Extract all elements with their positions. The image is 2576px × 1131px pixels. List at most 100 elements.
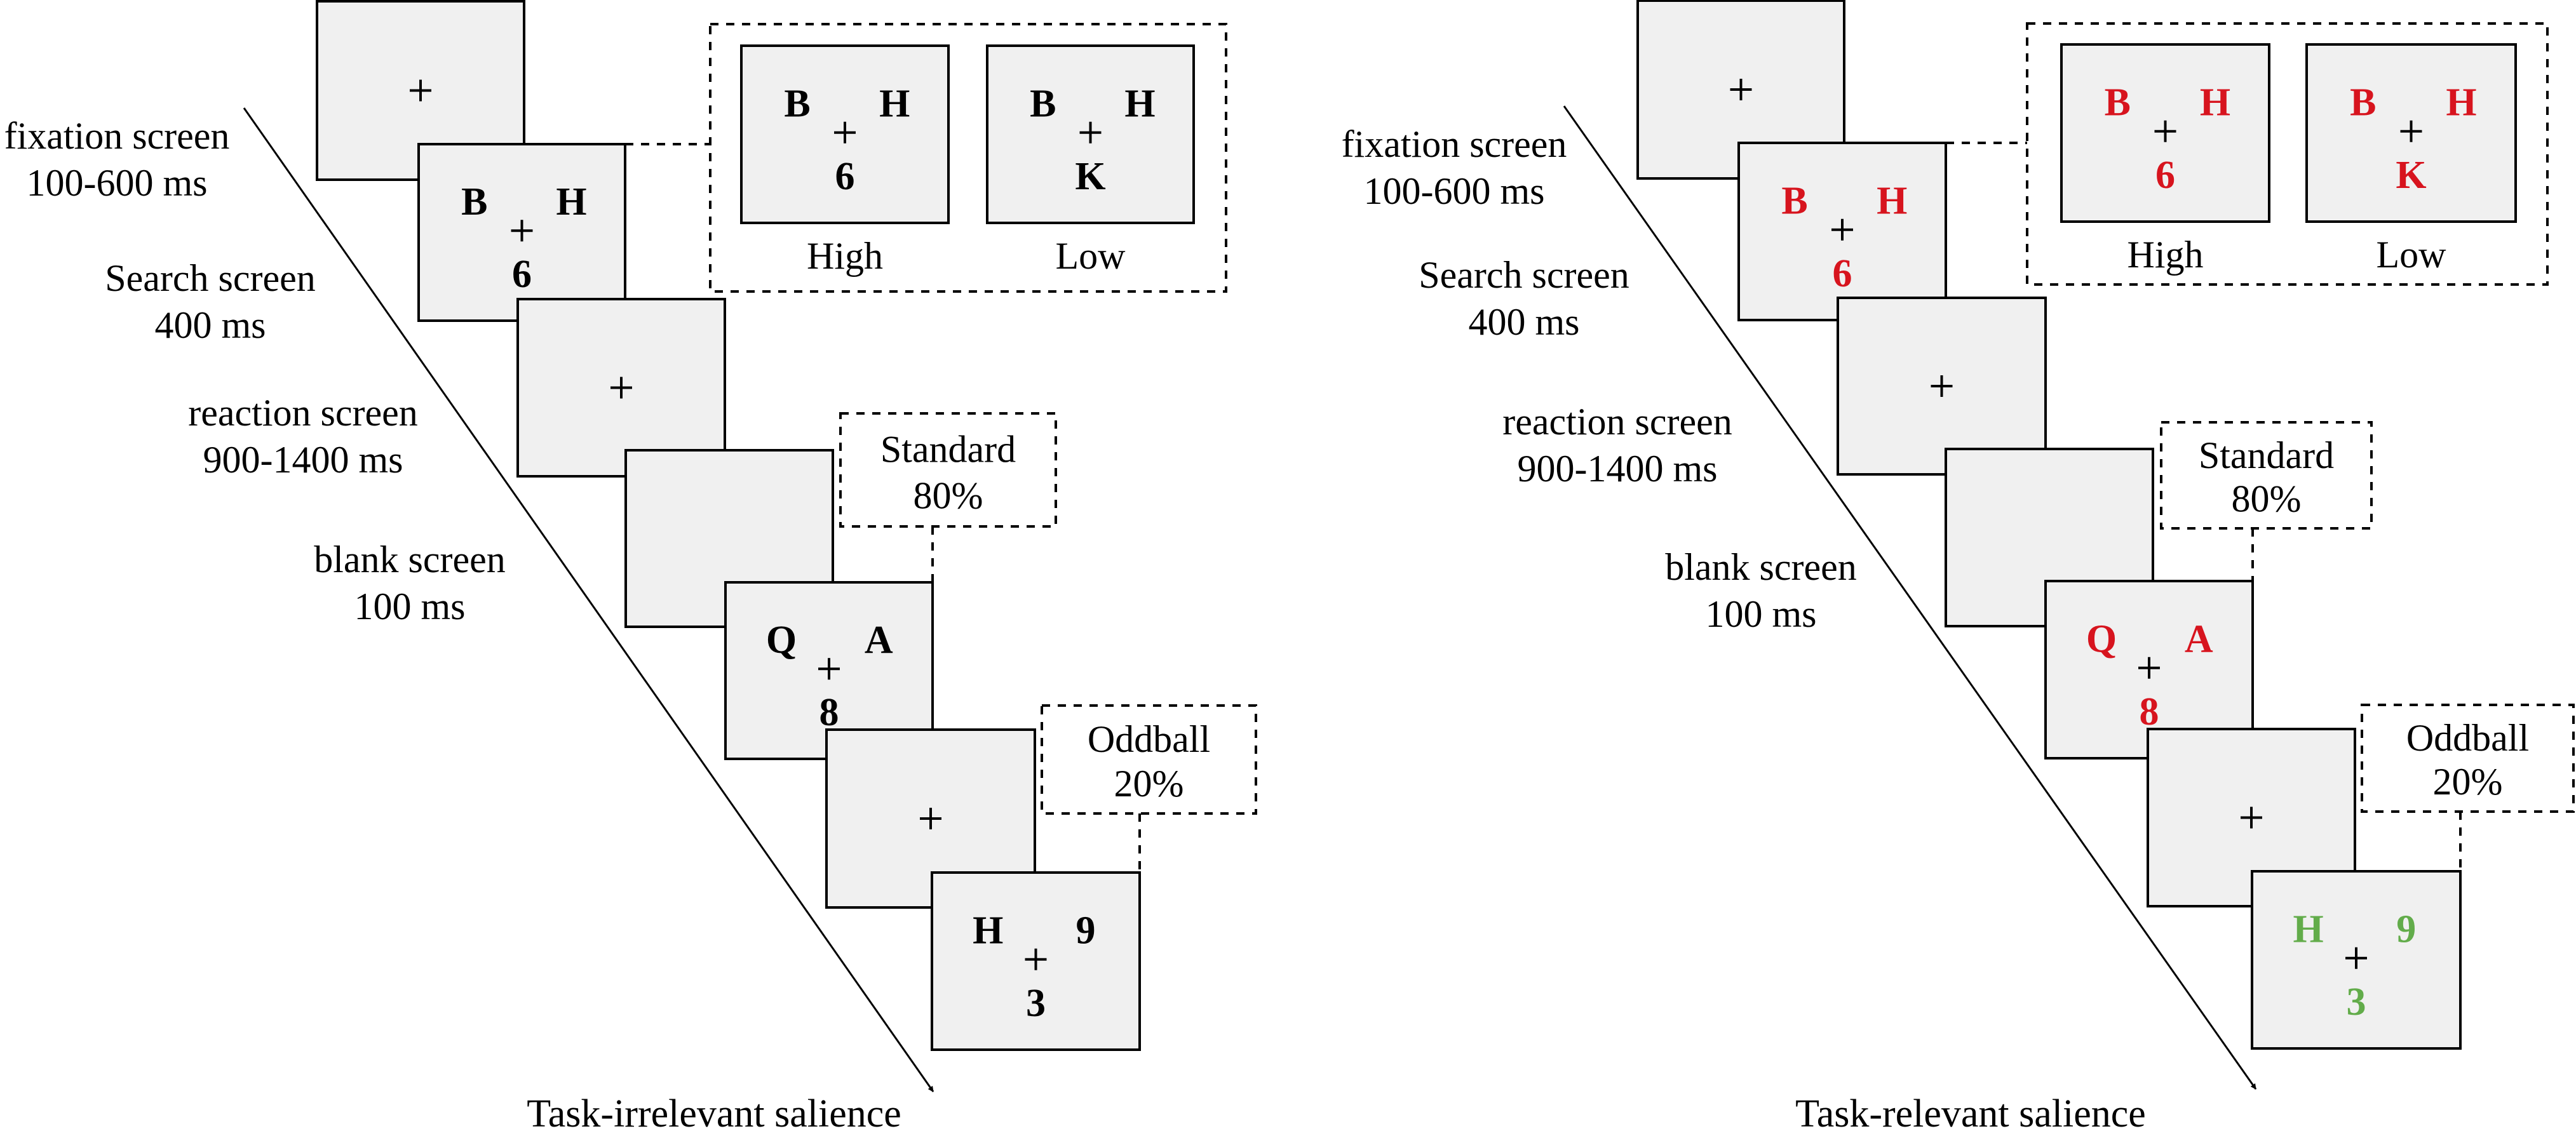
example-low: B HK Low xyxy=(986,44,1195,277)
search-top-left-item: Q xyxy=(766,619,797,662)
standard-percent: 80% xyxy=(2232,478,2302,519)
example-bottom-item: K xyxy=(1075,155,1105,198)
phase-label: blank screen 100 ms xyxy=(1665,546,1857,635)
example-top-right-item: H xyxy=(2446,81,2476,124)
search-bottom-item: 3 xyxy=(1026,982,1046,1025)
timeline-arrow xyxy=(243,107,934,1092)
fixation-cross-icon xyxy=(1931,375,1953,397)
phase-duration: 400 ms xyxy=(1468,301,1579,343)
screen-search: B H6 xyxy=(417,143,626,322)
phase-name: Search screen xyxy=(105,257,315,299)
standard-percent: 80% xyxy=(914,475,983,517)
oddball-percent: 20% xyxy=(2433,761,2503,803)
example-label: High xyxy=(807,235,883,277)
panel-task-relevant: fixation screen 100-600 ms Search screen40… xyxy=(1342,0,2575,1131)
fixation-cross-icon xyxy=(818,658,840,680)
inset-frame xyxy=(2026,22,2549,286)
fixation-cross-icon xyxy=(2345,947,2367,969)
screen-search: B H6 xyxy=(1737,142,1947,321)
phase-name: reaction screen xyxy=(188,392,417,434)
search-top-right-item: A xyxy=(2185,618,2213,661)
phase-duration: 100-600 ms xyxy=(1364,170,1545,212)
example-low: B HK Low xyxy=(2305,43,2517,276)
example-bottom-item: 6 xyxy=(835,155,855,198)
search-bottom-item: 6 xyxy=(512,253,532,296)
example-top-right-item: H xyxy=(2200,81,2230,124)
fixation-cross-icon xyxy=(1079,121,1102,144)
search-top-left-item: H xyxy=(973,909,1003,953)
standard-label: Standard xyxy=(880,429,1016,471)
example-top-right-item: H xyxy=(1124,83,1155,126)
screen-search: H 93 xyxy=(931,871,1141,1051)
phase-name: fixation screen xyxy=(1342,123,1567,165)
phase-label: blank screen 100 ms xyxy=(314,539,506,627)
search-top-right-item: H xyxy=(556,180,586,224)
callout-frame xyxy=(839,412,1057,528)
panel-caption: Task-irrelevant salience xyxy=(527,1092,901,1131)
fixation-cross-icon xyxy=(2241,806,2262,829)
search-bottom-item: 8 xyxy=(819,691,839,734)
phase-duration: 100 ms xyxy=(1705,593,1816,635)
search-bottom-item: 3 xyxy=(2347,980,2366,1024)
screen-fixation xyxy=(516,298,726,478)
phase-duration: 100 ms xyxy=(354,586,465,627)
example-top-left-item: B xyxy=(1030,83,1056,126)
fixation-cross-icon xyxy=(410,79,431,102)
screen-fixation xyxy=(1837,297,2047,476)
example-top-left-item: B xyxy=(784,83,810,126)
fixation-cross-icon xyxy=(1730,79,1752,100)
phase-name: blank screen xyxy=(1665,546,1857,588)
fixation-cross-icon xyxy=(610,377,632,399)
callout-frame xyxy=(2160,421,2373,530)
example-bottom-item: 6 xyxy=(2155,154,2175,197)
phase-label: fixation screen 100-600 ms xyxy=(1342,123,1567,212)
fixation-cross-icon xyxy=(2154,120,2176,142)
panel-caption: Task-relevant salience xyxy=(1795,1092,2146,1131)
fixation-cross-icon xyxy=(2400,120,2422,142)
example-top-left-item: B xyxy=(2350,81,2376,124)
search-top-right-item: 9 xyxy=(1076,909,1095,953)
phase-duration: 400 ms xyxy=(154,304,266,346)
example-label: Low xyxy=(1056,235,1126,277)
oddball-label: Oddball xyxy=(2406,717,2529,759)
search-bottom-item: 6 xyxy=(1833,252,1852,295)
fixation-cross-icon xyxy=(2138,657,2160,679)
search-top-left-item: B xyxy=(461,180,487,224)
example-bottom-item: K xyxy=(2396,154,2426,197)
oddball-label: Oddball xyxy=(1088,718,1210,760)
fixation-cross-icon xyxy=(1025,948,1047,970)
phase-duration: 900-1400 ms xyxy=(1518,448,1718,490)
callout-frame xyxy=(1041,704,1257,815)
phase-name: reaction screen xyxy=(1502,401,1732,443)
search-top-right-item: 9 xyxy=(2396,908,2416,951)
inset-frame xyxy=(709,23,1227,293)
example-label: Low xyxy=(2377,234,2447,276)
fixation-cross-icon xyxy=(1831,218,1853,241)
standard-label: Standard xyxy=(2199,434,2334,476)
timeline-arrow xyxy=(1563,105,2257,1090)
search-top-right-item: H xyxy=(1877,180,1907,223)
phase-duration: 900-1400 ms xyxy=(203,439,403,481)
example-top-left-item: B xyxy=(2105,81,2131,124)
oddball-percent: 20% xyxy=(1114,763,1184,805)
phase-name: blank screen xyxy=(314,539,506,580)
search-bottom-item: 8 xyxy=(2140,690,2159,733)
search-top-left-item: B xyxy=(1781,180,1807,223)
fixation-cross-icon xyxy=(511,220,533,242)
fixation-cross-icon xyxy=(920,808,941,829)
search-top-right-item: A xyxy=(865,619,893,662)
fixation-cross-icon xyxy=(834,121,856,144)
example-label: High xyxy=(2128,234,2204,276)
example-top-right-item: H xyxy=(879,83,910,126)
phase-label: reaction screen 900-1400 ms xyxy=(1502,401,1732,490)
search-top-left-item: Q xyxy=(2086,618,2117,661)
